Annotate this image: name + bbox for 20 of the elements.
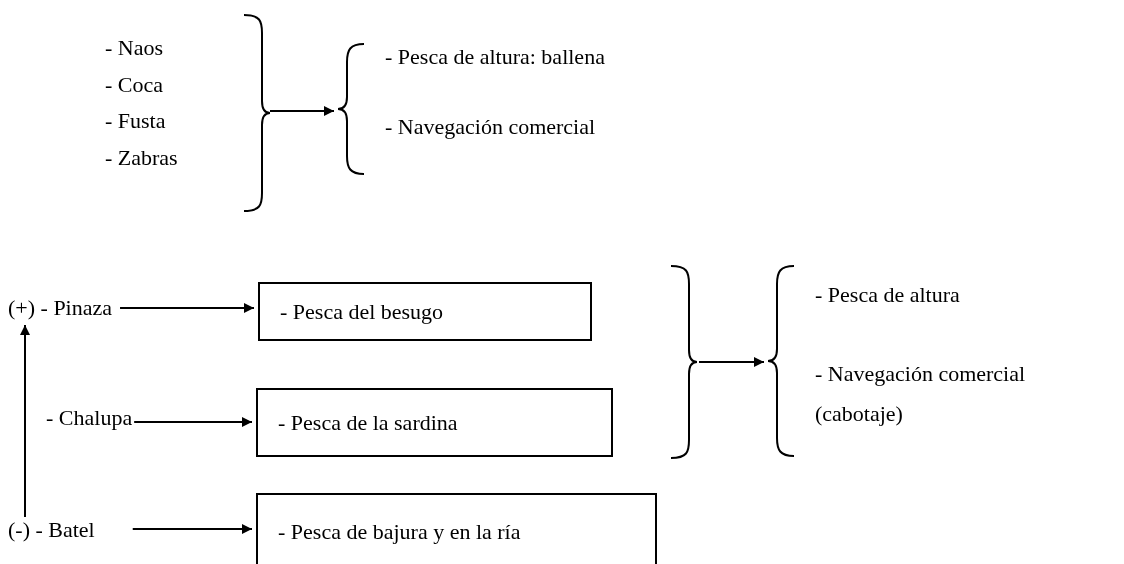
text-box: - Pesca de bajura y en la ría (256, 493, 657, 564)
list-item: - Navegación comercial (385, 114, 596, 140)
text-box: - Pesca del besugo (258, 282, 592, 341)
arrow (131, 524, 253, 534)
arrow (133, 417, 253, 427)
arrow (269, 106, 335, 116)
arrow (119, 303, 255, 313)
text-box: - Pesca de la sardina (256, 388, 613, 457)
list-item: - Coca (105, 72, 164, 98)
label-text: - Chalupa (46, 405, 133, 431)
arrow (698, 357, 765, 367)
list-item: - Navegación comercial (cabotaje) (815, 360, 1027, 428)
arrow (20, 324, 30, 518)
list-item: - Zabras (105, 145, 178, 171)
list-item: - Naos (105, 35, 164, 61)
label-text: (+) - Pinaza (8, 295, 113, 321)
list-item: - Fusta (105, 108, 166, 134)
list-item: - Pesca de altura: ballena (385, 44, 605, 70)
label-text: (-) - Batel (8, 517, 95, 543)
list-item: - Pesca de altura (815, 282, 960, 308)
